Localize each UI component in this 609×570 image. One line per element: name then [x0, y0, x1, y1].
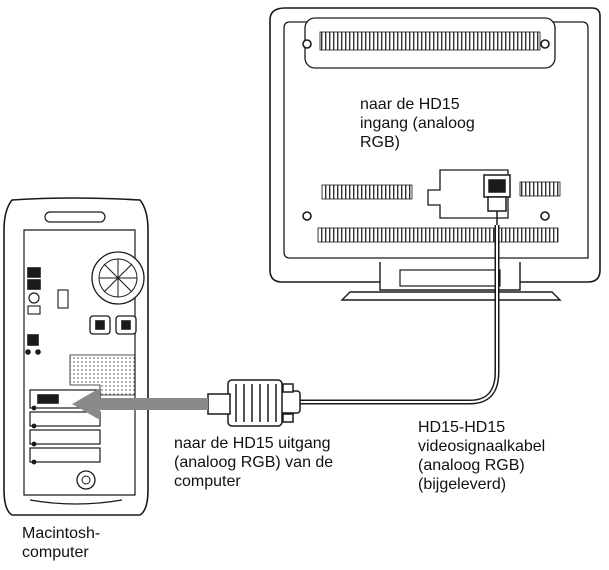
monitor-plug	[483, 174, 511, 225]
computer-output-label: naar de HD15 uitgang (analoog RGB) van d…	[174, 435, 334, 490]
macintosh-computer	[3, 197, 149, 516]
cable-label: HD15-HD15 videosignaalkabel (analoog RGB…	[418, 419, 546, 493]
computer-name-label: Macintosh- computer	[22, 525, 101, 561]
cable-connector	[207, 379, 301, 427]
monitor-input-label: naar de HD15 ingang (analoog RGB)	[360, 96, 475, 151]
monitor	[269, 7, 601, 301]
insertion-arrow	[72, 388, 208, 420]
